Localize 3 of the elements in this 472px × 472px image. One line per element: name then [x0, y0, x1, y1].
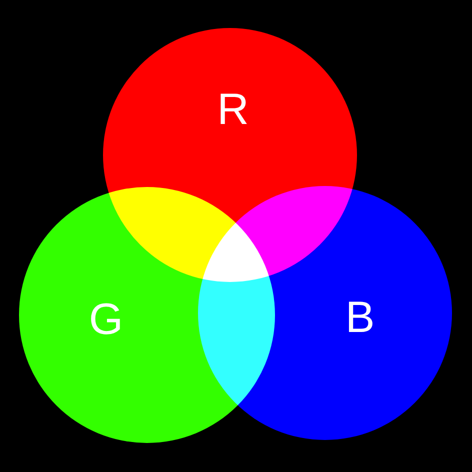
circle-label: R	[217, 88, 249, 132]
circle-label: B	[345, 296, 375, 340]
circle-label: G	[88, 298, 124, 342]
